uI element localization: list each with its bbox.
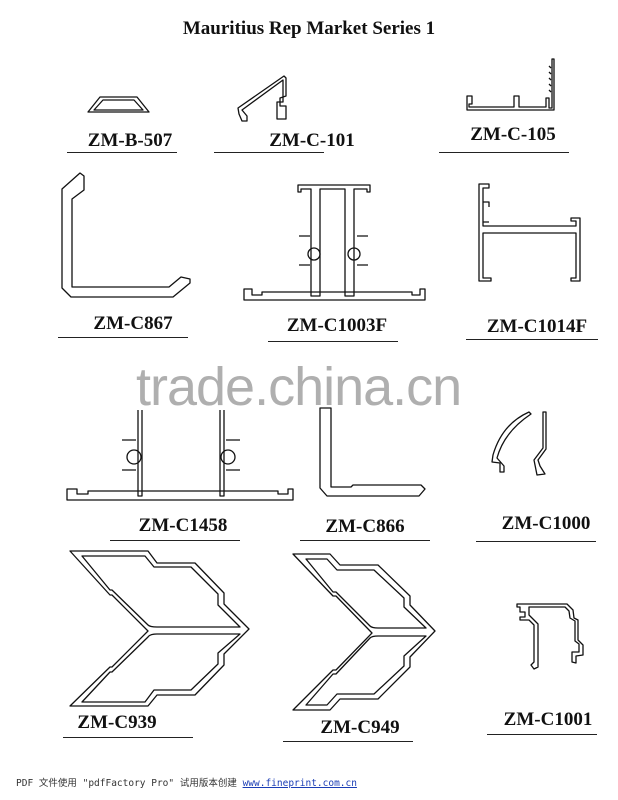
divider <box>214 152 324 153</box>
profile-label: ZM-C1003F <box>286 315 388 336</box>
profile-label: ZM-C1001 <box>503 709 593 730</box>
divider <box>67 152 177 153</box>
profile-label: ZM-C1014F <box>486 316 588 337</box>
divider <box>63 737 193 738</box>
divider <box>58 337 188 338</box>
profile-label: ZM-C1458 <box>138 515 228 536</box>
profile-label: ZM-C-105 <box>470 124 556 145</box>
footer-text: PDF 文件使用 "pdfFactory Pro" 试用版本创建 <box>16 778 237 789</box>
divider <box>487 734 597 735</box>
divider <box>110 540 240 541</box>
divider <box>476 541 596 542</box>
footer-link[interactable]: www.fineprint.com.cn <box>242 778 357 789</box>
profile-label: ZM-C949 <box>320 717 400 738</box>
divider <box>268 341 398 342</box>
footer: PDF 文件使用 "pdfFactory Pro" 试用版本创建 www.fin… <box>16 775 357 789</box>
profile-label: ZM-C867 <box>93 313 173 334</box>
profile-label: ZM-C939 <box>77 712 157 733</box>
divider <box>283 741 413 742</box>
profile-label: ZM-C1000 <box>501 513 591 534</box>
divider <box>300 540 430 541</box>
profile-label: ZM-B-507 <box>87 130 173 151</box>
profile-label: ZM-C866 <box>325 516 405 537</box>
profile-label: ZM-C-101 <box>269 130 355 151</box>
divider <box>439 152 569 153</box>
divider <box>466 339 598 340</box>
page-title: Mauritius Rep Market Series 1 <box>182 18 436 39</box>
watermark: trade.china.cn <box>136 357 462 417</box>
